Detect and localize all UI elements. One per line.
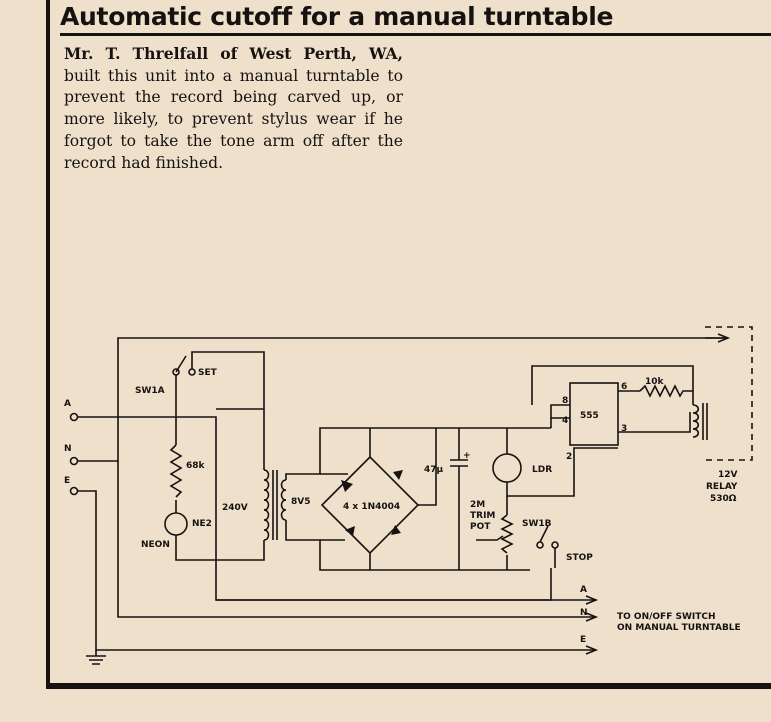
label-68k: 68k bbox=[186, 461, 206, 471]
sw1b-contact bbox=[536, 541, 544, 549]
label-8v5: 8V5 bbox=[291, 497, 311, 507]
transformer-secondary bbox=[280, 479, 287, 521]
label-pin3: 3 bbox=[621, 424, 627, 434]
label-12v: 12V bbox=[718, 470, 738, 480]
label-pin2: 2 bbox=[566, 452, 572, 462]
neon-lamp-ne2 bbox=[164, 512, 188, 536]
label-bridge: 4 x 1N4004 bbox=[343, 502, 400, 512]
label-sw1b: SW1B bbox=[522, 519, 552, 529]
title-rule bbox=[60, 33, 771, 36]
bridge-diodes bbox=[341, 470, 403, 536]
label-relay: RELAY bbox=[706, 482, 738, 492]
text-column-left: Mr. T. Threlfall of West Perth, WA, buil… bbox=[64, 43, 403, 174]
ldr bbox=[492, 453, 522, 483]
label-240v: 240V bbox=[222, 503, 248, 513]
label-555: 555 bbox=[580, 411, 599, 421]
page-left-rule bbox=[46, 0, 50, 689]
relay-dashed-link bbox=[705, 326, 753, 461]
label-a-in: A bbox=[64, 399, 71, 409]
label-stop: STOP bbox=[566, 553, 593, 563]
trim-pot-2m bbox=[500, 514, 514, 554]
transformer-core bbox=[272, 470, 278, 540]
label-trim: TRIM bbox=[470, 511, 495, 521]
resistor-68k bbox=[169, 444, 183, 498]
terminal-e-in bbox=[69, 486, 79, 496]
sw1a-set-contact bbox=[188, 368, 196, 376]
label-pot: POT bbox=[470, 522, 491, 532]
label-e-out: E bbox=[580, 635, 586, 645]
label-47u: 47µ bbox=[424, 465, 444, 475]
label-plus: + bbox=[463, 451, 471, 461]
schematic-wires bbox=[69, 326, 753, 665]
page-bottom-rule bbox=[46, 683, 771, 689]
label-530-ohm: 530Ω bbox=[710, 494, 737, 504]
label-ldr: LDR bbox=[532, 465, 552, 475]
article-title: Automatic cutoff for a manual turntable bbox=[60, 2, 614, 31]
label-a-out: A bbox=[580, 585, 587, 595]
relay-coil bbox=[692, 404, 700, 438]
label-10k: 10k bbox=[645, 377, 665, 387]
label-2m: 2M bbox=[470, 500, 485, 510]
label-on-turntable: ON MANUAL TURNTABLE bbox=[617, 623, 741, 633]
resistor-10k bbox=[639, 384, 693, 398]
ic-555 bbox=[569, 382, 619, 446]
label-sw1a: SW1A bbox=[135, 386, 165, 396]
sw1b-stop-contact bbox=[551, 541, 559, 549]
label-to-switch: TO ON/OFF SWITCH bbox=[617, 612, 716, 622]
paragraph-1-text: built this unit into a manual turntable … bbox=[64, 66, 403, 172]
label-set: SET bbox=[198, 368, 218, 378]
terminal-a-in bbox=[69, 412, 79, 422]
author-lead: Mr. T. Threlfall of West Perth, WA, bbox=[64, 44, 403, 63]
terminal-n-in bbox=[69, 456, 79, 466]
label-n-out: N bbox=[580, 608, 588, 618]
transformer-primary bbox=[263, 469, 270, 541]
label-n-in: N bbox=[64, 444, 72, 454]
paragraph-1: Mr. T. Threlfall of West Perth, WA, buil… bbox=[64, 43, 403, 174]
capacitor-47u bbox=[450, 428, 468, 570]
label-neon: NEON bbox=[141, 540, 170, 550]
label-pin8: 8 bbox=[562, 396, 568, 406]
label-pin4: 4 bbox=[562, 416, 568, 426]
label-pin6: 6 bbox=[621, 382, 627, 392]
label-ne2: NE2 bbox=[192, 519, 212, 529]
label-e-in: E bbox=[64, 476, 70, 486]
